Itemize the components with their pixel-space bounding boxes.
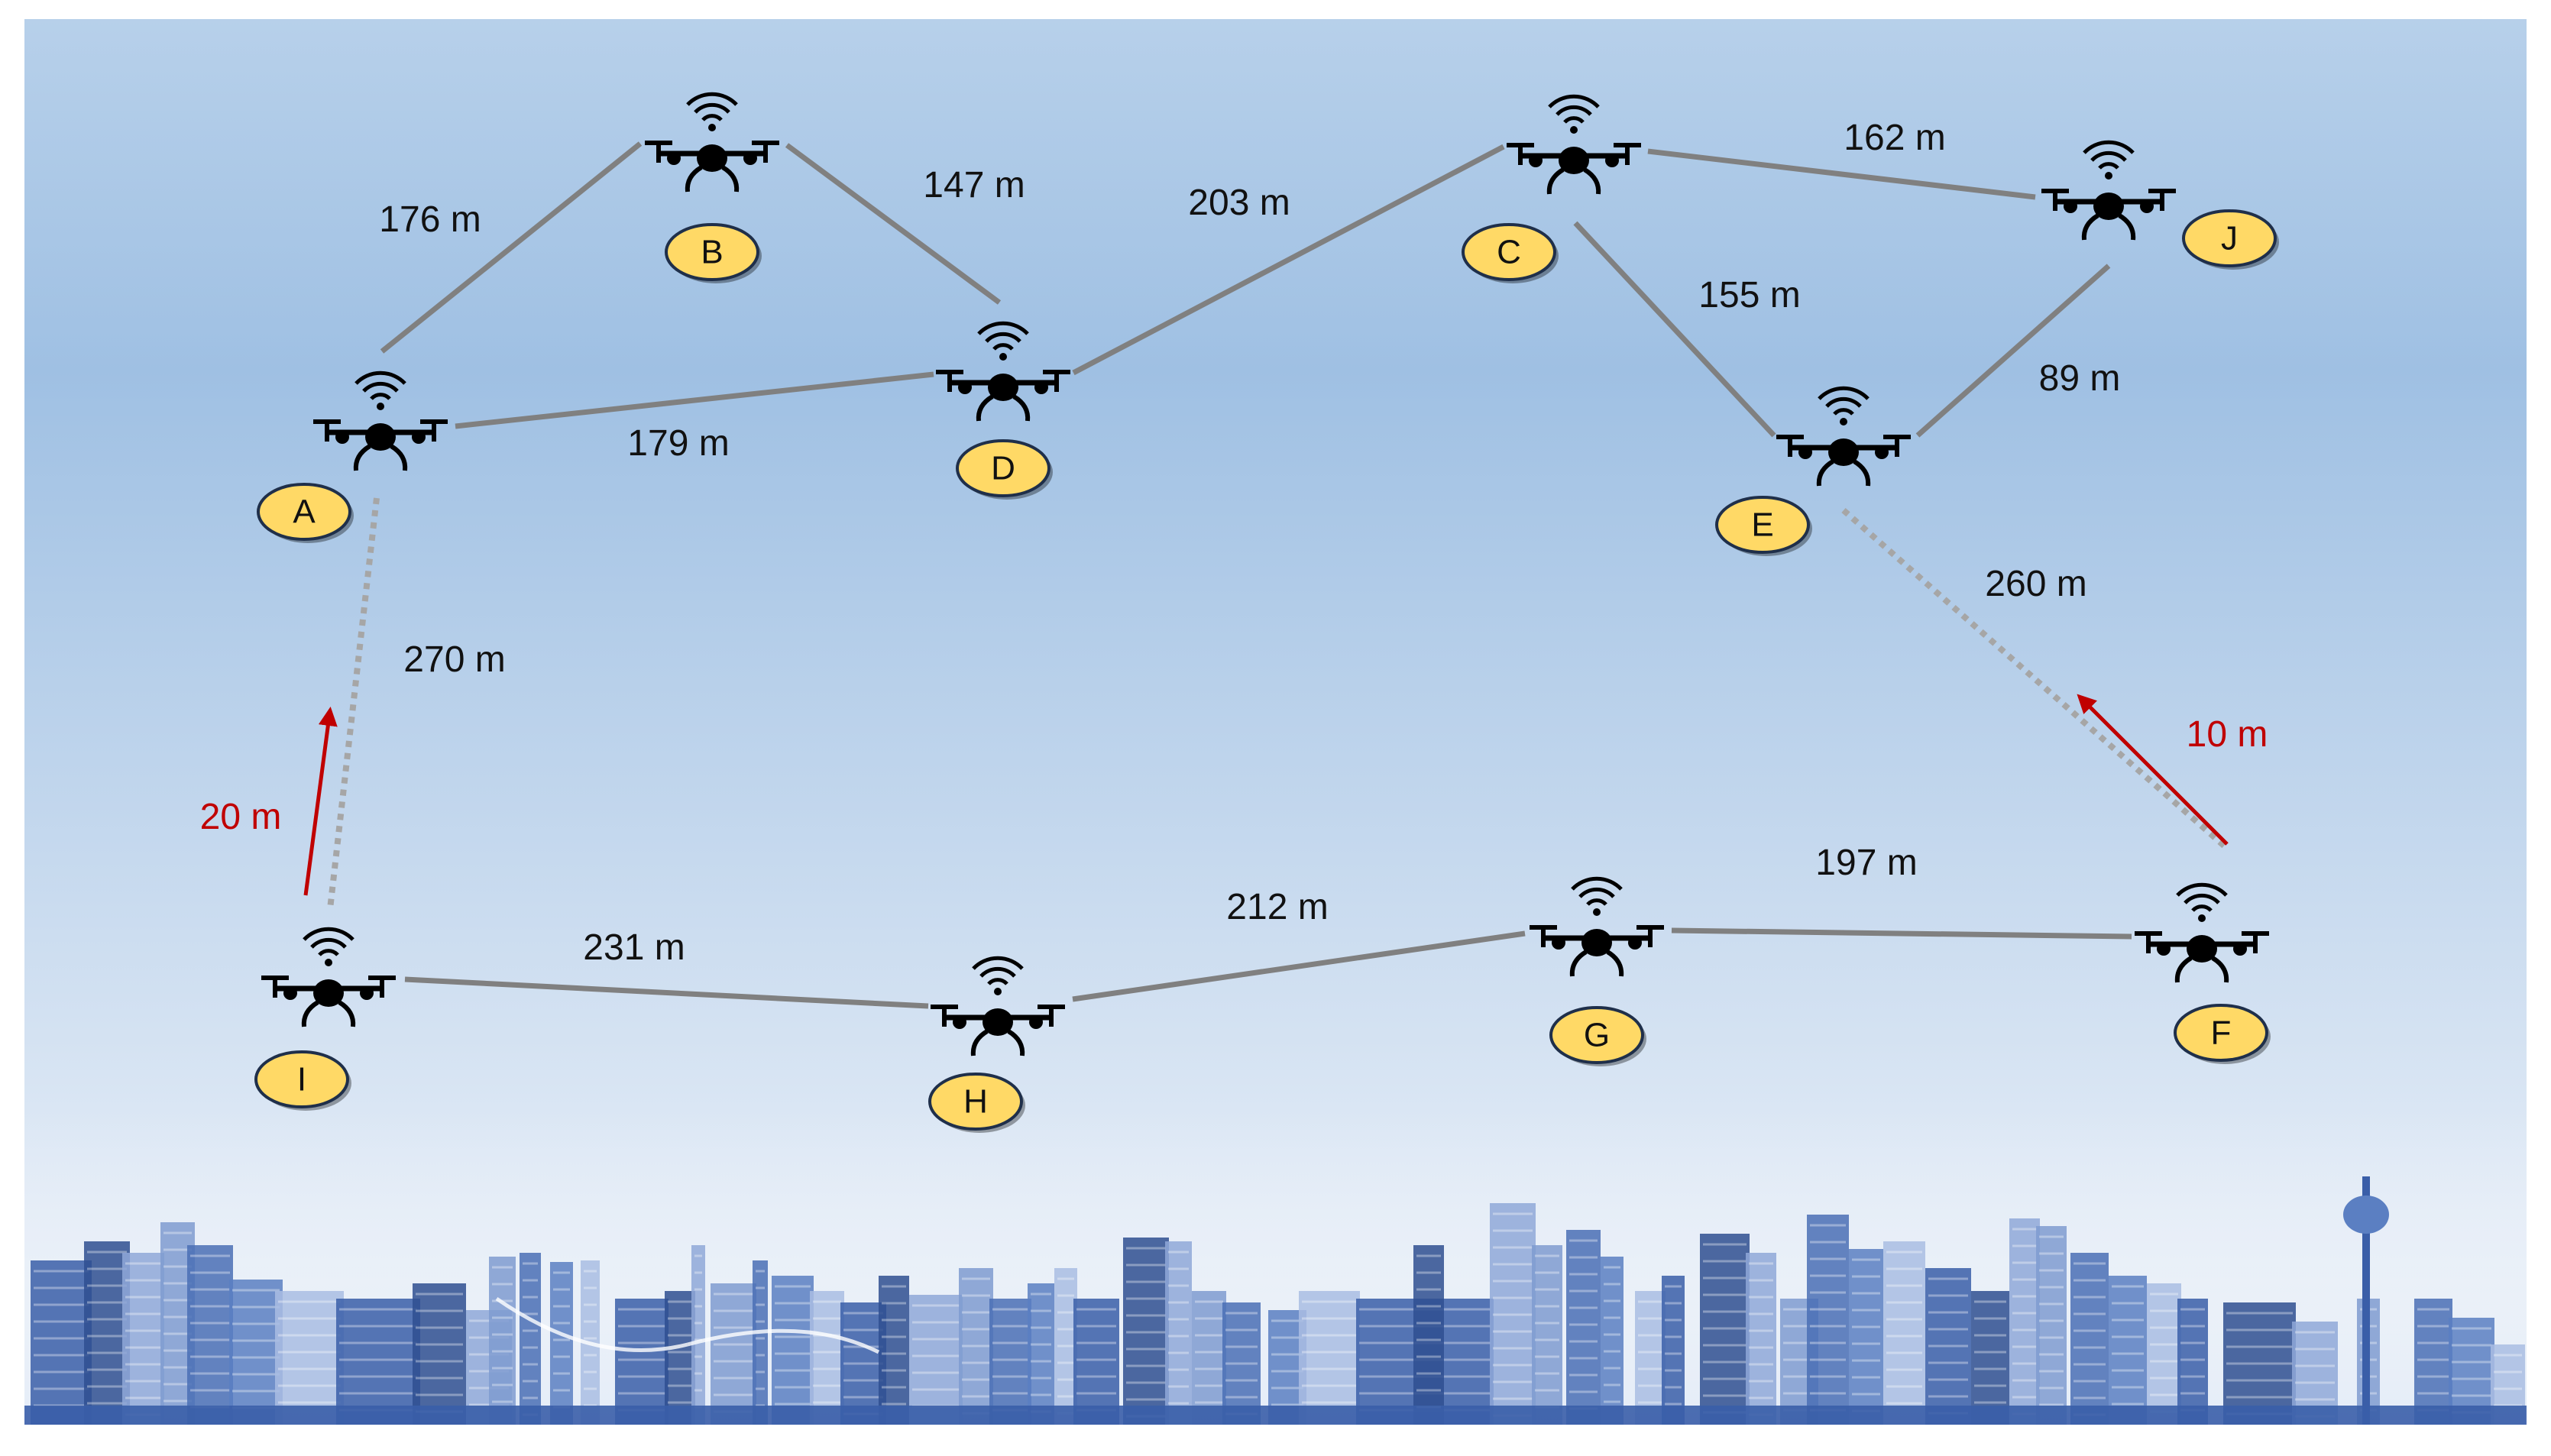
- movement-label-f: 10 m: [2187, 714, 2268, 755]
- skyline-building: [229, 1280, 283, 1425]
- skyline-building: [550, 1262, 573, 1425]
- node-label-g: G: [1584, 1017, 1610, 1054]
- distance-label-i-h: 231 m: [583, 927, 685, 968]
- skyline-building: [1490, 1203, 1536, 1425]
- distance-label-g-f: 197 m: [1815, 843, 1917, 883]
- skyline-building: [691, 1245, 705, 1425]
- node-label-e: E: [1751, 506, 1773, 544]
- distance-label-b-d: 147 m: [923, 165, 1025, 205]
- node-label-b: B: [701, 234, 723, 271]
- skyline-building: [1123, 1238, 1169, 1425]
- node-label-f: F: [2211, 1014, 2232, 1052]
- skyline-building: [2009, 1218, 2040, 1425]
- skyline-building: [187, 1245, 233, 1425]
- skyline-building: [879, 1276, 909, 1425]
- skyline-building: [711, 1283, 756, 1425]
- skyline-building: [1925, 1268, 1971, 1425]
- skyline-building: [1883, 1241, 1925, 1425]
- skyline-building: [1635, 1291, 1666, 1425]
- skyline-building: [2109, 1276, 2147, 1425]
- skyline-building: [1601, 1257, 1624, 1425]
- skyline-building: [1700, 1234, 1750, 1425]
- skyline-building: [1028, 1283, 1054, 1425]
- skyline-building: [520, 1253, 541, 1425]
- distance-label-a-i: 270 m: [403, 639, 505, 680]
- skyline-building: [122, 1253, 164, 1425]
- distance-label-h-g: 212 m: [1226, 887, 1328, 927]
- skyline-building: [413, 1283, 466, 1425]
- skyline-building: [1165, 1241, 1192, 1425]
- skyline-building: [2070, 1253, 2109, 1425]
- skyline-building: [1662, 1276, 1685, 1425]
- tv-tower-pod: [2343, 1196, 2389, 1234]
- skyline-building: [1971, 1291, 2009, 1425]
- distance-label-e-f: 260 m: [1985, 564, 2086, 604]
- distance-label-d-c: 203 m: [1188, 183, 1290, 223]
- skyline-building: [1807, 1215, 1849, 1425]
- skyline-building: [1299, 1291, 1360, 1425]
- movement-label-i: 20 m: [200, 797, 282, 837]
- node-label-i: I: [297, 1061, 306, 1098]
- distance-label-a-d: 179 m: [627, 423, 729, 464]
- skyline-building: [1413, 1245, 1444, 1425]
- skyline-building: [753, 1260, 768, 1425]
- skyline-building: [275, 1291, 344, 1425]
- skyline-building: [2036, 1226, 2067, 1425]
- skyline-building: [1849, 1249, 1883, 1425]
- distance-label-c-j: 162 m: [1844, 118, 1945, 158]
- skyline-building: [959, 1268, 993, 1425]
- node-label-a: A: [293, 493, 316, 531]
- skyline-building: [909, 1295, 963, 1425]
- node-label-c: C: [1497, 234, 1521, 271]
- skyline-building: [1746, 1253, 1776, 1425]
- skyline-building: [2147, 1283, 2181, 1425]
- skyline-building: [1192, 1291, 1226, 1425]
- distance-label-j-e: 89 m: [2039, 358, 2121, 399]
- node-label-h: H: [963, 1083, 988, 1121]
- skyline-building: [772, 1276, 814, 1425]
- skyline-building: [1532, 1245, 1562, 1425]
- skyline-building: [1566, 1230, 1601, 1425]
- distance-label-a-b: 176 m: [379, 199, 481, 240]
- skyline-building: [810, 1291, 844, 1425]
- skyline-building: [665, 1291, 695, 1425]
- skyline-building: [489, 1257, 516, 1425]
- skyline-base: [24, 1406, 2527, 1425]
- node-label-d: D: [991, 450, 1015, 487]
- node-label-j: J: [2221, 220, 2238, 257]
- skyline-building: [31, 1260, 92, 1425]
- distance-label-c-e: 155 m: [1698, 275, 1800, 315]
